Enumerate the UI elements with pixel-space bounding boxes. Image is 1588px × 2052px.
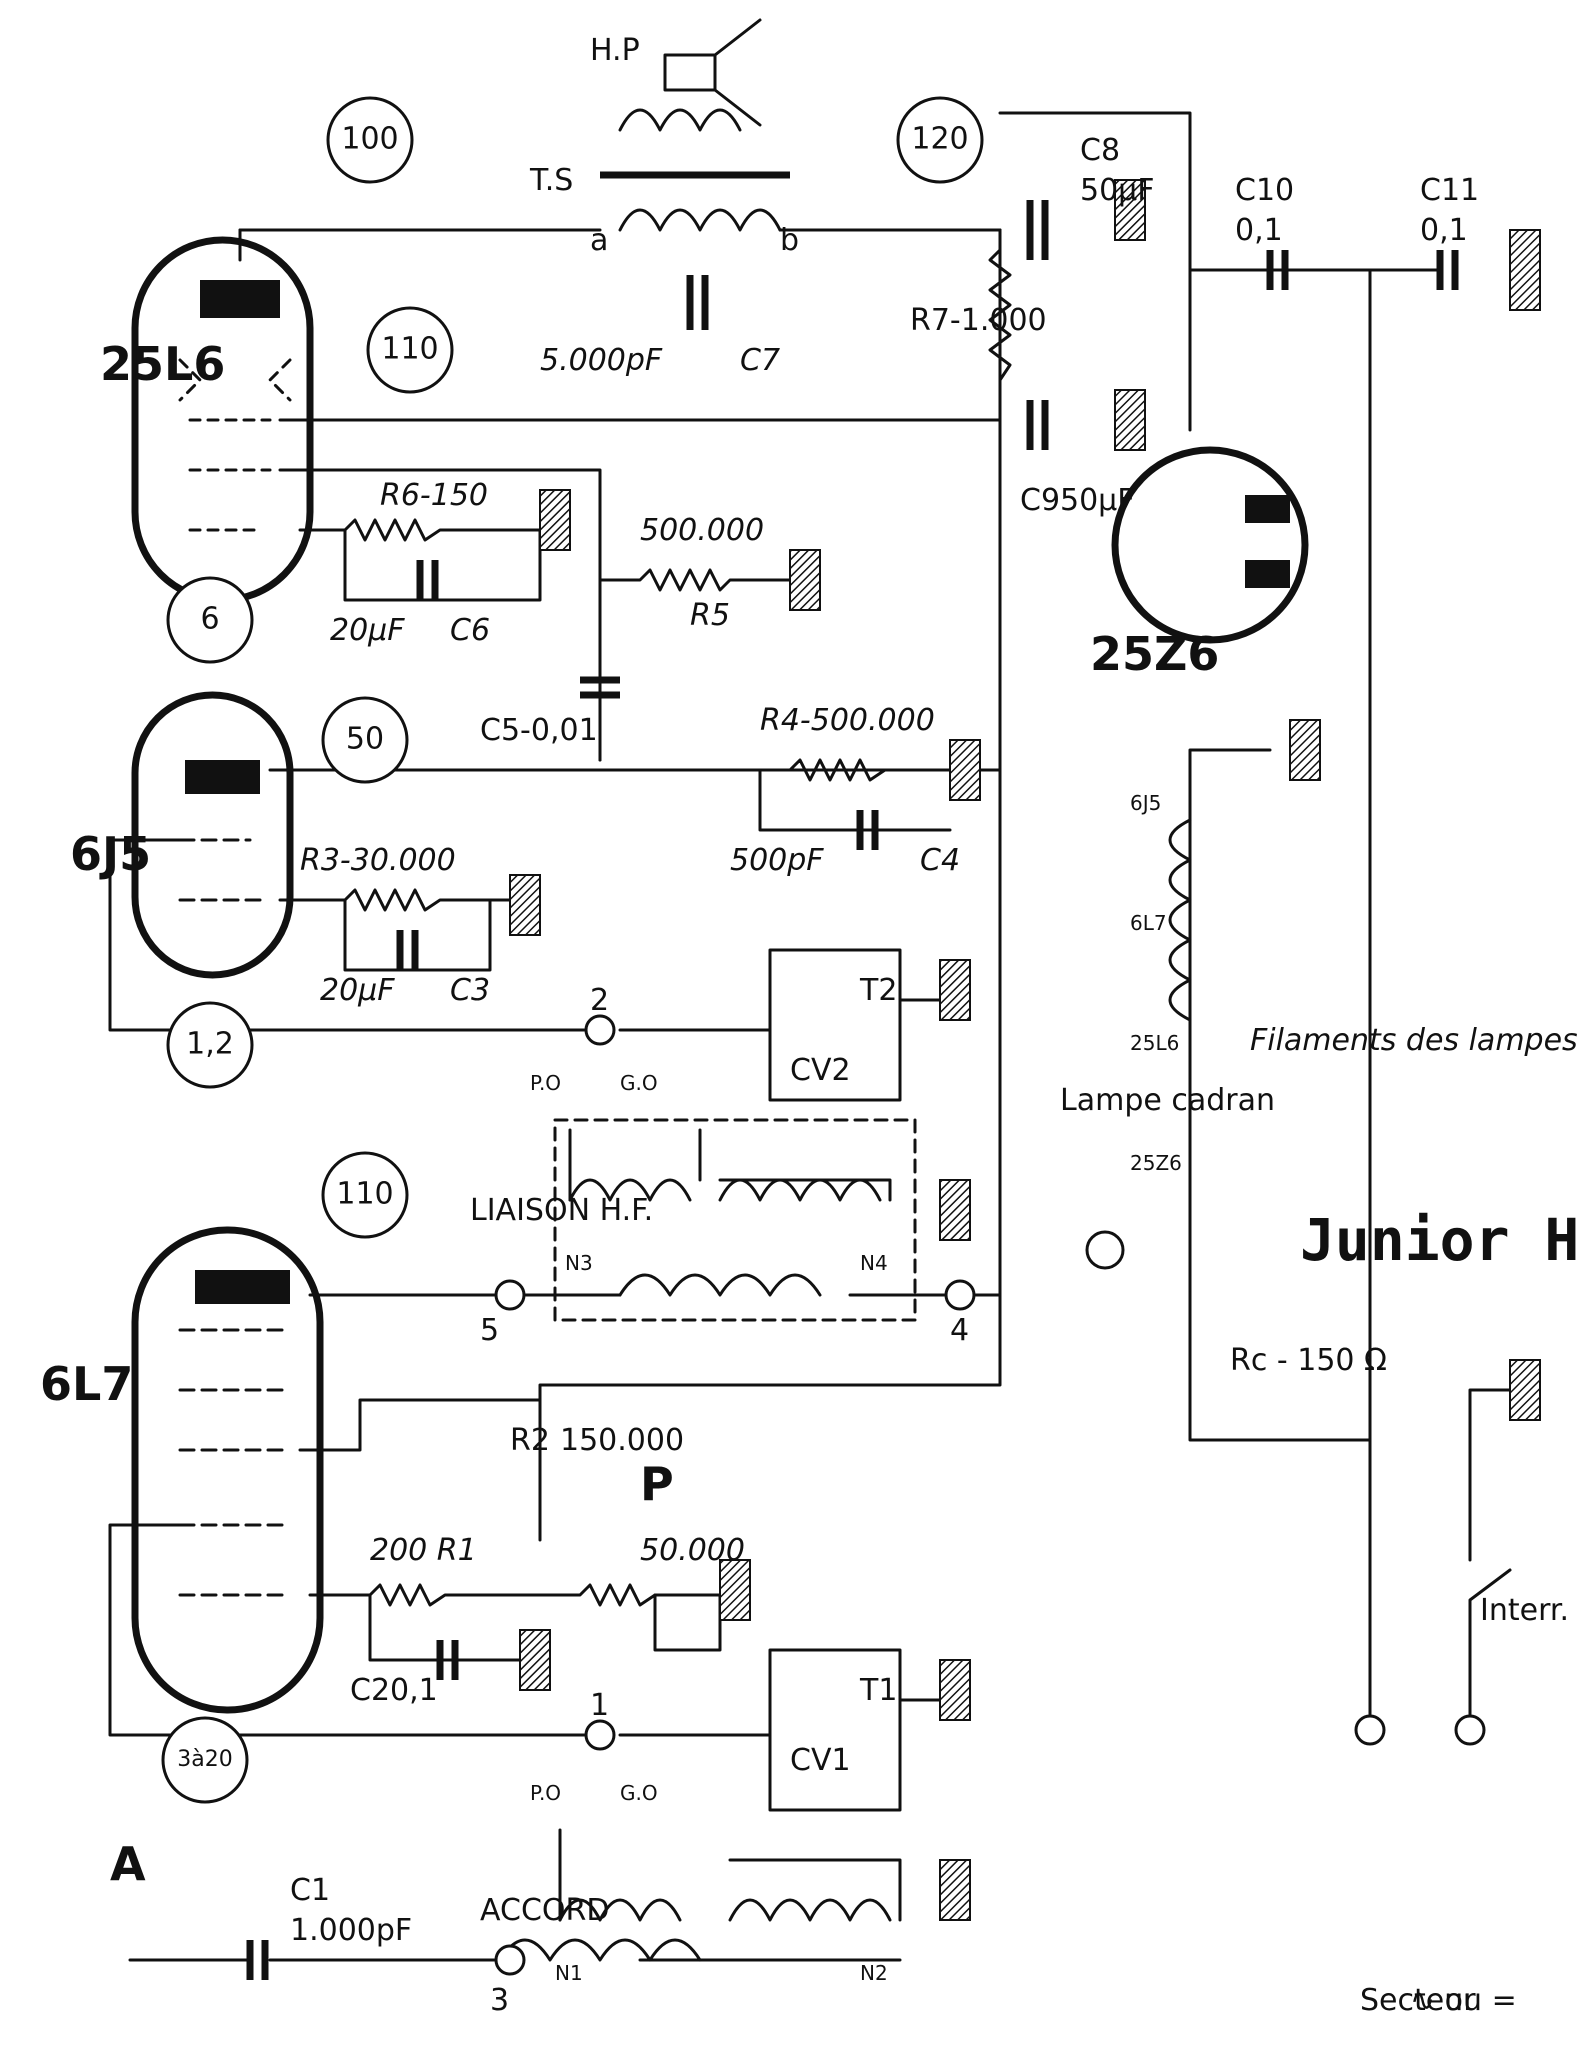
c2v-label: 0,1: [390, 1673, 438, 1708]
v110a: 110: [381, 332, 438, 367]
fil-25z6: 25Z6: [1130, 1151, 1182, 1175]
accord-label: ACCORD: [480, 1893, 609, 1928]
c10-label: C10: [1235, 173, 1294, 208]
r5v-label: 500.000: [640, 513, 764, 548]
go1-label: G.O: [620, 1781, 658, 1805]
c1-label: C1: [290, 1873, 330, 1908]
tube-25l6: 25L6: [100, 337, 225, 391]
interr-label: Interr.: [1480, 1593, 1569, 1628]
c6-label: C6: [450, 613, 490, 648]
v100: 100: [341, 122, 398, 157]
fil-6j5: 6J5: [1130, 791, 1161, 815]
c5-label: C5-0,01: [480, 713, 598, 748]
v50: 50: [346, 722, 384, 757]
terminal-2: 2: [590, 983, 609, 1018]
c7v-label: 5.000pF: [540, 343, 663, 378]
c2-label: C2: [350, 1673, 390, 1708]
r2-label: R2: [510, 1423, 550, 1458]
n3-label: N3: [565, 1251, 593, 1275]
r3-label: R3-30.000: [300, 843, 456, 878]
c11v-label: 0,1: [1420, 213, 1468, 248]
v3a20: 3à20: [177, 1747, 232, 1772]
r5-label: R5: [690, 598, 730, 633]
c9v-label: 50μF: [1060, 483, 1135, 518]
r1-label: 200 R1: [370, 1533, 477, 1568]
v110b: 110: [336, 1177, 393, 1212]
secteur-label: Secteur: [1360, 1983, 1476, 2018]
pv-label: 50.000: [640, 1533, 745, 1568]
terminal-4: 4: [950, 1313, 969, 1348]
c6v-label: 20μF: [330, 613, 405, 648]
po1-label: P.O: [530, 1781, 561, 1805]
c8-label: C8: [1080, 133, 1120, 168]
hp-label: H.P: [590, 33, 640, 68]
r4-label: R4-500.000: [760, 703, 935, 738]
rc-label: Rc - 150 Ω: [1230, 1343, 1387, 1378]
c11-label: C11: [1420, 173, 1479, 208]
c10v-label: 0,1: [1235, 213, 1283, 248]
p-label: P: [640, 1457, 674, 1511]
n4-label: N4: [860, 1251, 888, 1275]
r6-label: R6-150: [380, 478, 488, 513]
lamp-label: Lampe cadran: [1060, 1083, 1275, 1118]
c3v-label: 20μF: [320, 973, 395, 1008]
terminal-1: 1: [590, 1688, 609, 1723]
a-label: a: [590, 223, 608, 258]
fil-6l7: 6L7: [1130, 911, 1167, 935]
diagram-title: Junior H.F: [1300, 1206, 1588, 1274]
c4-label: C4: [920, 843, 960, 878]
v6: 6: [200, 602, 219, 637]
antenna-label: A: [110, 1837, 146, 1891]
terminal-5: 5: [480, 1313, 499, 1348]
c9-label: C9: [1020, 483, 1060, 518]
r7-label: R7-1.000: [910, 303, 1047, 338]
c4v-label: 500pF: [730, 843, 824, 878]
c3-label: C3: [450, 973, 490, 1008]
n1-label: N1: [555, 1961, 583, 1985]
r2v-label: 150.000: [560, 1423, 684, 1458]
cv1-label: CV1: [790, 1743, 851, 1778]
go2-label: G.O: [620, 1071, 658, 1095]
t1-label: T1: [859, 1673, 897, 1708]
c8v-label: 50μF: [1080, 173, 1155, 208]
n2-label: N2: [860, 1961, 888, 1985]
fil-25l6: 25L6: [1130, 1031, 1179, 1055]
ts-label: T.S: [529, 163, 573, 198]
b-label: b: [780, 223, 799, 258]
t2-label: T2: [859, 973, 897, 1008]
liaison-label: LIAISON H.F.: [470, 1193, 653, 1228]
v12: 1,2: [186, 1027, 234, 1062]
c7-label: C7: [740, 343, 780, 378]
tube-6j5: 6J5: [70, 827, 151, 881]
tube-6l7: 6L7: [40, 1357, 133, 1411]
filaments-label: Filaments des lampes: [1250, 1023, 1578, 1058]
v120: 120: [911, 122, 968, 157]
ac-label: ∿ ou =: [1410, 1983, 1517, 2018]
tube-25z6: 25Z6: [1090, 627, 1219, 681]
terminal-3: 3: [490, 1983, 509, 2018]
c1v-label: 1.000pF: [290, 1913, 412, 1948]
cv2-label: CV2: [790, 1053, 851, 1088]
po2-label: P.O: [530, 1071, 561, 1095]
